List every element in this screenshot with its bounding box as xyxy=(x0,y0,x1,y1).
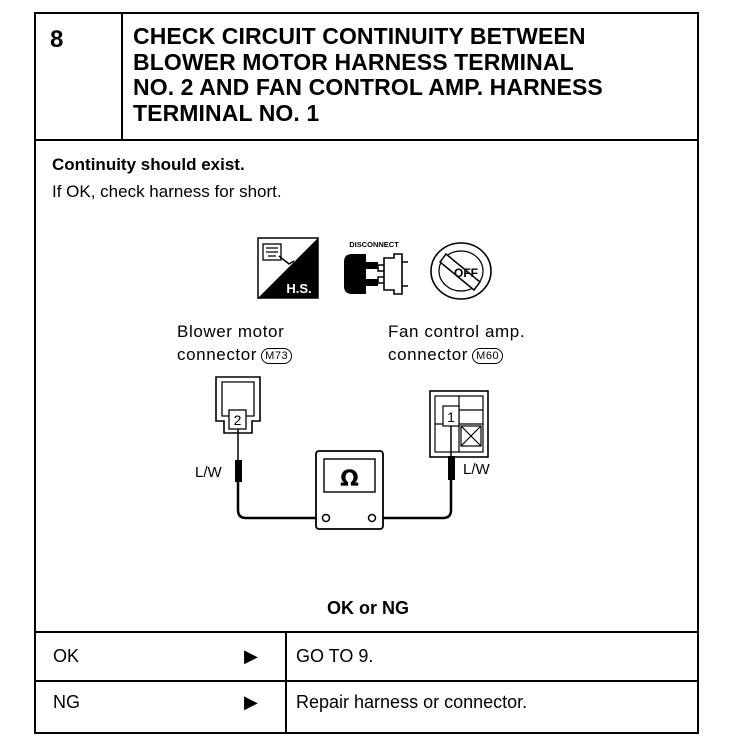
step-number: 8 xyxy=(50,26,64,53)
hint-text: If OK, check harness for short. xyxy=(52,182,282,201)
result-action: GO TO 9. xyxy=(296,646,374,666)
title-line: TERMINAL NO. 1 xyxy=(133,99,320,126)
title-line: BLOWER MOTOR HARNESS TERMINAL xyxy=(133,48,574,75)
header-divider-horizontal xyxy=(35,139,698,141)
wire-color-right: L/W xyxy=(463,461,490,478)
fan-label-line1: Fan control amp. xyxy=(388,322,526,341)
fan-label-text: connector xyxy=(388,345,469,364)
arrow-right-icon: ▶ xyxy=(244,646,258,666)
procedure-frame xyxy=(34,12,699,734)
blower-label-line1: Blower motor xyxy=(177,322,285,341)
step-title: CHECK CIRCUIT CONTINUITY BETWEEN BLOWER … xyxy=(133,23,693,126)
wire-color-left: L/W xyxy=(195,464,222,481)
harness-side-icon: H.S. xyxy=(257,237,319,299)
result-label: OK xyxy=(53,646,80,666)
fan-connector-code: M60 xyxy=(472,348,504,364)
fan-terminal-number: 1 xyxy=(447,409,455,425)
ohm-symbol: Ω xyxy=(340,467,359,492)
probe-wiring xyxy=(235,426,455,520)
title-line: NO. 2 AND FAN CONTROL AMP. HARNESS xyxy=(133,74,603,100)
blower-motor-connector: 2 xyxy=(215,376,261,434)
ohmmeter: Ω xyxy=(315,450,384,530)
ignition-off-label: OFF xyxy=(454,266,478,280)
blower-label-text: connector xyxy=(177,345,258,364)
arrow-right-icon: ▶ xyxy=(244,692,258,712)
condition-text: Continuity should exist. xyxy=(52,155,245,174)
results-divider-vertical xyxy=(285,632,287,733)
blower-connector-code: M73 xyxy=(261,348,293,364)
title-line: CHECK CIRCUIT CONTINUITY BETWEEN xyxy=(133,23,586,49)
results-divider-top xyxy=(35,631,698,633)
result-label: NG xyxy=(53,692,80,712)
blower-terminal-number: 2 xyxy=(234,412,242,428)
disconnect-label: DISCONNECT xyxy=(349,240,399,249)
ignition-off-icon: OFF xyxy=(430,242,492,300)
results-divider-middle xyxy=(35,680,698,682)
result-action: Repair harness or connector. xyxy=(296,692,528,712)
disconnect-icon: DISCONNECT xyxy=(344,240,408,295)
header-divider-vertical xyxy=(121,13,123,140)
harness-side-label: H.S. xyxy=(286,281,311,296)
fan-control-amp-connector: 1 xyxy=(429,390,489,458)
result-prompt: OK or NG xyxy=(326,598,409,618)
